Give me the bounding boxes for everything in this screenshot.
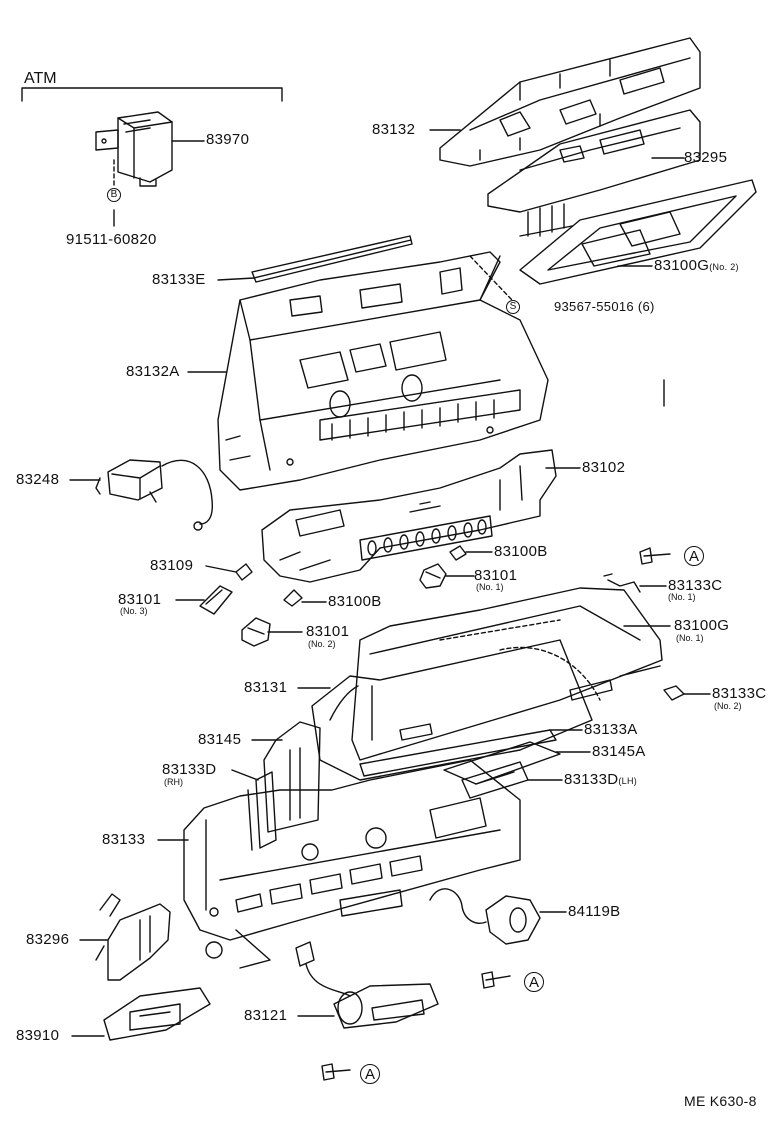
trim-83133d-rh-shape [247,771,277,851]
part-83133a[interactable]: 83133A [584,721,638,738]
part-83132[interactable]: 83132 [372,121,416,138]
part-83133c-no2-sub: (No. 2) [714,701,742,711]
part-83101-no3-sub: (No. 3) [120,606,148,616]
part-83910[interactable]: 83910 [16,1027,60,1044]
circle-s-marker: S [506,300,520,314]
socket-83101-no1-shape [419,563,447,589]
part-83295[interactable]: 83295 [684,149,728,166]
part-83101-no1[interactable]: 83101 [474,567,518,584]
part-84119b[interactable]: 84119B [568,903,621,920]
part-83133c-no1[interactable]: 83133C [668,577,723,594]
part-83133e[interactable]: 83133E [152,271,206,288]
screw-a-bottom-shape [321,1063,351,1081]
part-83145[interactable]: 83145 [198,731,242,748]
part-93567-number: 93567-55016 [554,299,634,314]
board-83132-shape [439,37,701,167]
sensor-84119b-shape [429,888,541,945]
clip-83133c-no2-shape [663,685,685,701]
part-93567-55016[interactable]: 93567-55016 (6) [554,300,655,313]
switch-83296-shape [95,893,171,981]
part-83133d-lh-sub: (LH) [618,776,638,786]
part-83100g-no2[interactable]: 83100G(No. 2) [654,258,739,273]
part-83133c-no1-sub: (No. 1) [668,592,696,602]
part-83101-no2-sub: (No. 2) [308,639,336,649]
circle-b-marker: B [107,188,121,202]
screw-a-top-shape [639,547,671,565]
circle-a-marker-mid: A [524,972,544,992]
part-83100g-no1[interactable]: 83100G [674,617,730,634]
plate-83145-shape [263,721,321,833]
part-83100g-no2-sub: (No. 2) [709,262,739,272]
part-83248[interactable]: 83248 [16,471,60,488]
part-83100b-a[interactable]: 83100B [494,543,548,560]
harness-83248-shape [95,459,214,531]
circle-a-marker-top: A [684,546,704,566]
trim-83133a-shape [359,729,557,777]
module-83910-shape [103,987,211,1041]
part-83102[interactable]: 83102 [582,459,626,476]
lens-83131-shape [311,639,593,781]
part-83145a[interactable]: 83145A [592,743,646,760]
part-83100g-no1-sub: (No. 1) [676,633,704,643]
part-83101-no3[interactable]: 83101 [118,591,162,608]
panel-83100g-no2-shape [519,179,757,285]
part-83101-no1-sub: (No. 1) [476,582,504,592]
part-83970[interactable]: 83970 [206,131,250,148]
panel-83100g-no1-shape [351,587,663,761]
bulb-83100b-b-shape [283,589,303,607]
plate-83145a-shape [443,741,561,785]
assy-83121-shape [295,889,439,1029]
circle-a-marker-bottom: A [360,1064,380,1084]
bulb-83109-shape [235,563,253,581]
part-83133c-no2[interactable]: 83133C [712,685,767,702]
atm-label: ATM [24,70,57,87]
part-93567-qty: (6) [637,299,655,314]
part-91511-60820[interactable]: 91511-60820 [66,231,157,248]
part-83101-no2[interactable]: 83101 [306,623,350,640]
leader-83133e [217,277,255,281]
frame-83132a-shape [217,251,549,491]
diagram-code: ME K630-8 [684,1093,757,1109]
part-83133d-lh[interactable]: 83133D(LH) [564,772,637,787]
part-83296[interactable]: 83296 [26,931,70,948]
part-83132a[interactable]: 83132A [126,363,180,380]
part-83133d-rh[interactable]: 83133D [162,761,217,778]
housing-83133-shape [183,759,521,969]
part-83131[interactable]: 83131 [244,679,288,696]
part-83121[interactable]: 83121 [244,1007,288,1024]
part-83133d-lh-number: 83133D [564,771,619,788]
part-83133[interactable]: 83133 [102,831,146,848]
socket-83101-no2-shape [241,617,271,647]
bulb-83100b-a-shape [449,545,467,561]
leader-83133d-rh [231,769,259,781]
atm-bracket [21,87,283,102]
relay-83970-shape [95,111,173,187]
circuit-83102-shape [261,449,557,583]
socket-83101-no3-shape [199,585,233,615]
part-83100g-no2-number: 83100G [654,257,710,274]
part-83109[interactable]: 83109 [150,557,194,574]
part-83100b-b[interactable]: 83100B [328,593,382,610]
part-83133d-rh-sub: (RH) [164,777,183,787]
bar-83133e-shape [251,235,413,283]
clip-83133c-no1-shape [603,573,641,593]
leader-83109 [205,565,237,573]
screw-a-mid-shape [481,971,511,989]
board-83295-shape [487,109,701,237]
